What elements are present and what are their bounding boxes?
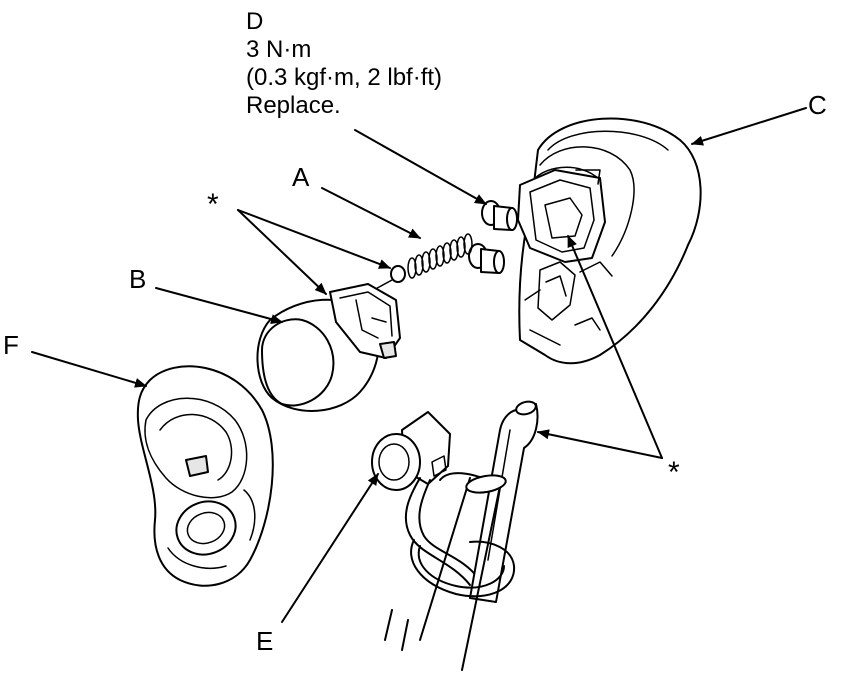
leader-f [31,351,147,388]
label-b: B [129,264,147,294]
label-f: F [3,330,19,360]
leader-e [281,473,379,623]
leader-asterisk-housing [567,235,663,459]
switch-e [371,411,479,586]
label-a: A [292,162,310,192]
torque-nm: 3 N·m [246,36,312,63]
upper-housing-c [517,117,702,365]
asterisk-left: * [207,188,219,221]
leader-a [321,187,421,239]
leader-c [691,107,807,146]
spec-d: D 3 N·m (0.3 kgf·m, 2 lbf·ft) Replace. [246,8,442,120]
label-c: C [808,90,827,120]
replace-note: Replace. [246,92,341,119]
label-e: E [256,626,274,656]
bolts-d [468,200,518,274]
shift-lever [384,400,539,671]
leader-asterisk-spring [237,209,391,269]
lower-cover-f [136,365,274,587]
leader-b [155,287,283,324]
asterisk-right: * [668,456,680,489]
spring-a [369,233,473,293]
leader-asterisk-insert [237,209,327,295]
torque-alt: (0.3 kgf·m, 2 lbf·ft) [246,64,443,91]
knob-insert-b [256,283,401,412]
label-d: D [246,8,264,35]
leader-lines [31,107,807,623]
leader-d [354,129,487,205]
leader-asterisk-lever [537,429,663,459]
